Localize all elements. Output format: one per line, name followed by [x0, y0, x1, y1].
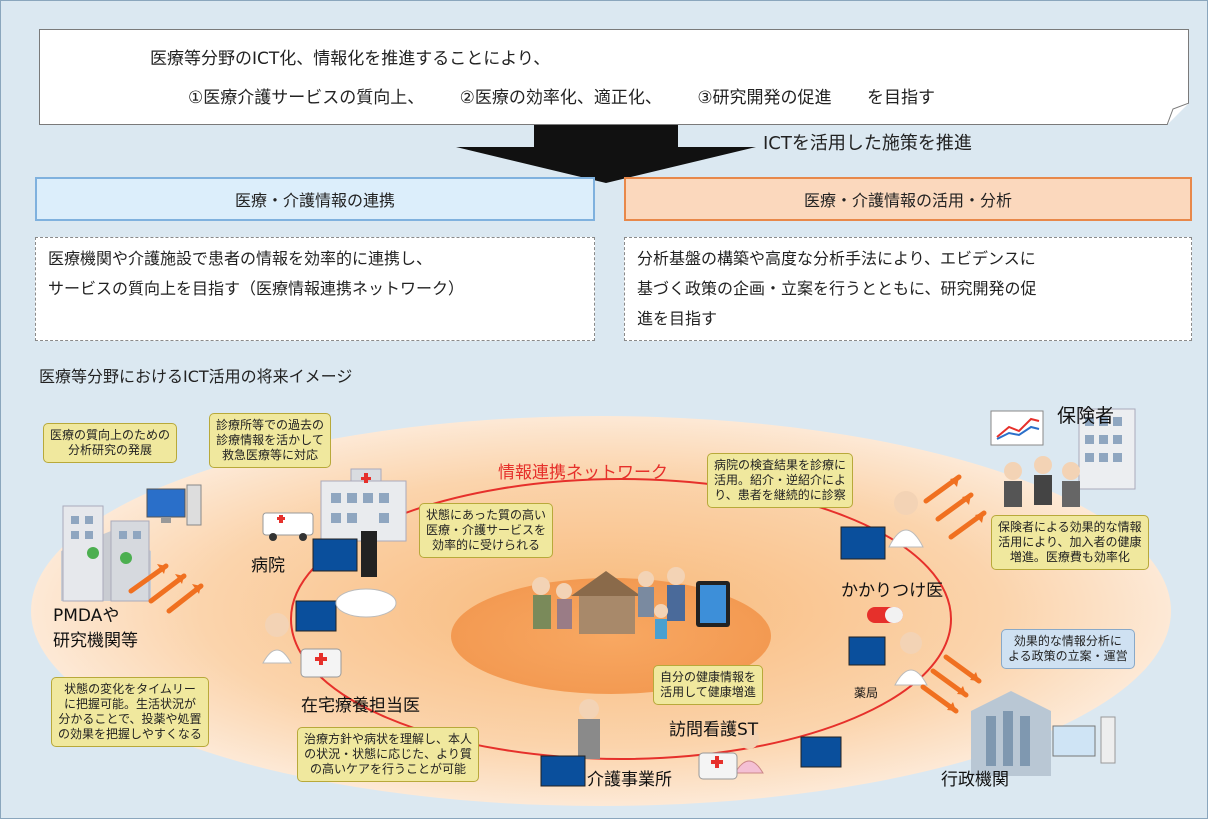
page-fold-icon: [1167, 103, 1189, 125]
orange-arrowheads: [157, 477, 984, 711]
label-care-office: 介護事業所: [587, 770, 672, 790]
label-admin: 行政機関: [941, 770, 1009, 790]
left-panel-text: 医療機関や介護施設で患者の情報を効率的に連携し、 サービスの質向上を目指す（医療…: [35, 237, 595, 341]
computer-icon: [1052, 716, 1116, 764]
label-hospital: 病院: [251, 556, 285, 576]
callout-timely: 状態の変化をタイムリー に把握可能。生活状況が 分かることで、投薬や処置 の効果…: [51, 677, 209, 747]
label-visiting-nurse: 訪問看護ST: [669, 720, 759, 740]
callout-insurer: 保険者による効果的な情報 活用により、加入者の健康 増進。医療費も効率化: [991, 515, 1149, 570]
goal-line2: ①医療介護サービスの質向上、 ②医療の効率化、適正化、 ③研究開発の促進 を目指…: [188, 83, 935, 108]
computer-icon: [840, 526, 886, 560]
medical-bag-icon: [698, 752, 738, 780]
goal-item2: ②医療の効率化、適正化、: [459, 88, 662, 108]
nurse-figure-icon: [734, 729, 764, 774]
doctor-figure-icon: [262, 613, 292, 664]
medicine-capsule-icon: [867, 607, 903, 623]
computer-icon: [848, 636, 886, 666]
right-panel-text: 分析基盤の構築や高度な分析手法により、エビデンスに 基づく政策の企画・立案を行う…: [624, 237, 1192, 341]
medical-bag-icon: [300, 648, 342, 678]
goal-item3: ③研究開発の促進: [697, 88, 832, 108]
network-label: 情報連携ネットワーク: [498, 463, 668, 483]
computer-icon: [295, 600, 337, 632]
label-home-doctor: 在宅療養担当医: [301, 696, 420, 716]
ambulance-icon: [262, 512, 314, 541]
illustration-title: 医療等分野におけるICT活用の将来イメージ: [39, 367, 353, 386]
right-text-line1: 分析基盤の構築や高度な分析手法により、エビデンスに: [637, 249, 1036, 268]
computer-icon: [800, 736, 842, 768]
goal-item1: ①医療介護サービスの質向上、: [188, 88, 425, 108]
left-panel-title: 医療・介護情報の連携: [35, 177, 595, 221]
tablet-icon: [696, 581, 730, 627]
pharmacist-figure-icon: [894, 632, 928, 686]
caregiver-figure-icon: [578, 699, 600, 759]
callout-health-info: 自分の健康情報を 活用して健康増進: [653, 665, 764, 705]
callout-hospital-results: 病院の検査結果を診療に 活用。紹介・逆紹介によ り、患者を継続的に診察: [707, 453, 854, 508]
callout-research: 医療の質向上のための 分析研究の発展: [43, 423, 178, 463]
business-people-icon: [1004, 456, 1080, 507]
right-text-line3: 進を目指す: [637, 309, 718, 328]
doctor-figure-icon: [888, 491, 924, 548]
label-pharmacy: 薬局: [854, 686, 879, 700]
thought-cloud-icon: [335, 588, 397, 618]
insurer-building-icon: [1078, 408, 1136, 490]
goal-line1: 医療等分野のICT化、情報化を推進することにより、: [150, 49, 551, 69]
computer-icon: [146, 484, 202, 526]
network-ring: [290, 478, 952, 760]
network-illustration: [31, 408, 1171, 806]
callout-admin: 効果的な情報分析に よる政策の立案・運営: [1001, 629, 1135, 669]
computer-icon: [540, 755, 586, 787]
label-insurer: 保険者: [1057, 405, 1115, 427]
research-building-icon: [61, 505, 151, 602]
callout-care: 治療方針や病状を理解し、本人 の状況・状態に応じた、より質 の高いケアを行うこと…: [297, 727, 480, 782]
callout-center: 状態にあった質の高い 医療・介護サービスを 効率的に受けられる: [419, 503, 554, 558]
right-text-line2: 基づく政策の企画・立案を行うとともに、研究開発の促: [637, 279, 1037, 298]
home-and-people-icon: [532, 567, 685, 639]
right-panel-title: 医療・介護情報の活用・分析: [624, 177, 1192, 221]
left-text-line2: サービスの質向上を目指す（医療情報連携ネットワーク）: [48, 279, 465, 298]
goal-suffix: を目指す: [866, 88, 935, 108]
goal-box: 医療等分野のICT化、情報化を推進することにより、 ①医療介護サービスの質向上、…: [39, 29, 1189, 125]
label-pmda: PMDAや 研究機関等: [53, 606, 138, 651]
callout-clinic-history: 診療所等での過去の 診療情報を活かして 救急医療等に対応: [209, 413, 332, 468]
computer-icon: [312, 531, 377, 577]
line-chart-board-icon: [990, 410, 1044, 446]
down-arrow-icon: [456, 125, 756, 183]
left-text-line1: 医療機関や介護施設で患者の情報を効率的に連携し、: [48, 249, 433, 268]
label-gp: かかりつけ医: [841, 581, 944, 601]
arrow-label: ICTを活用した施策を推進: [763, 133, 972, 154]
government-building-icon: [971, 691, 1051, 776]
